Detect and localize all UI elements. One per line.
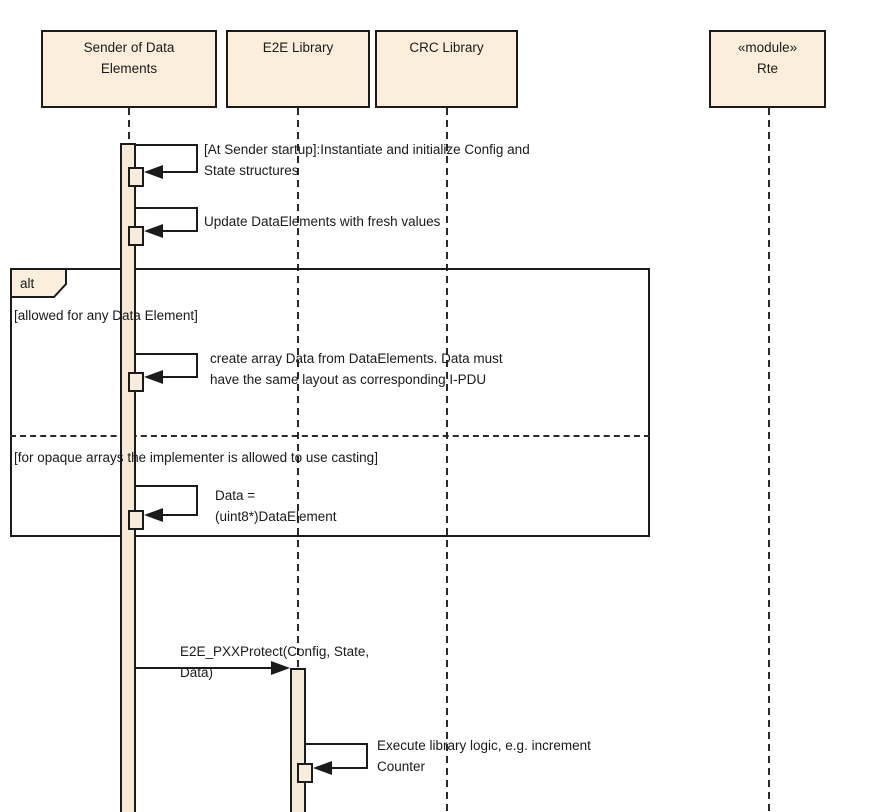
- self-message-4-arrowhead: [144, 508, 163, 522]
- self-message-3-line: [196, 353, 198, 377]
- participant-label: CRC Library: [409, 40, 484, 55]
- participant-box-rte: «module» Rte: [709, 30, 826, 108]
- participant-label: Elements: [100, 61, 158, 76]
- self-message-6-line: [306, 743, 368, 745]
- alt-guard-1: [allowed for any Data Element]: [14, 308, 198, 323]
- lifeline-rte: [768, 108, 770, 812]
- activation-bar-sender: [120, 143, 136, 812]
- self-message-3-line: [136, 353, 198, 355]
- alt-fragment-frame: [10, 268, 650, 537]
- self-message-6-line: [366, 743, 368, 768]
- self-message-2-line: [163, 230, 198, 232]
- message-label-4: Data = (uint8*)DataElement: [215, 488, 337, 524]
- self-message-2-line: [136, 207, 198, 209]
- lifeline-crc-library: [445, 108, 448, 812]
- self-message-6-line: [332, 767, 368, 769]
- self-message-3-line: [163, 376, 198, 378]
- participant-box-e2e-library: E2E Library: [226, 30, 370, 108]
- message-label-2: Update DataElements with fresh values: [204, 214, 441, 229]
- self-message-4-line: [163, 514, 198, 516]
- alt-operator-label: alt: [20, 276, 35, 291]
- call-message-line: [136, 667, 271, 669]
- participant-box-sender: Sender of Data Elements: [41, 30, 217, 108]
- self-message-4-line: [136, 485, 198, 487]
- message-label-6: Execute library logic, e.g. increment Co…: [377, 738, 591, 774]
- self-message-2-line: [196, 207, 198, 231]
- alt-divider: [10, 435, 650, 437]
- alt-operator-pentagon: [10, 268, 67, 298]
- message-label-1: [At Sender startup]:Instantiate and init…: [204, 142, 530, 178]
- participant-label: Sender of Data: [83, 40, 175, 55]
- self-message-2-arrowhead: [144, 224, 163, 238]
- message-label-3: create array Data from DataElements. Dat…: [210, 351, 503, 387]
- call-message-arrowhead: [271, 661, 290, 675]
- activation-bar-e2e: [290, 668, 306, 812]
- self-message-1-line: [196, 144, 198, 172]
- nested-activation: [128, 510, 144, 530]
- participant-box-crc-library: CRC Library: [375, 30, 518, 108]
- message-label-5: E2E_PXXProtect(Config, State, Data): [180, 644, 370, 680]
- self-message-6-arrowhead: [313, 761, 332, 775]
- nested-activation: [297, 763, 313, 783]
- self-message-1-arrowhead: [144, 165, 163, 179]
- participant-label: E2E Library: [262, 40, 334, 55]
- nested-activation: [128, 226, 144, 246]
- participant-label: Rte: [756, 61, 778, 76]
- participant-stereotype: «module»: [737, 40, 798, 55]
- nested-activation: [128, 372, 144, 392]
- nested-activation: [128, 167, 144, 187]
- alt-guard-2: [for opaque arrays the implementer is al…: [14, 450, 378, 465]
- self-message-1-line: [163, 171, 198, 173]
- self-message-1-line: [136, 144, 198, 146]
- lifeline-e2e-library: [296, 108, 299, 812]
- self-message-3-arrowhead: [144, 370, 163, 384]
- self-message-4-line: [196, 485, 198, 515]
